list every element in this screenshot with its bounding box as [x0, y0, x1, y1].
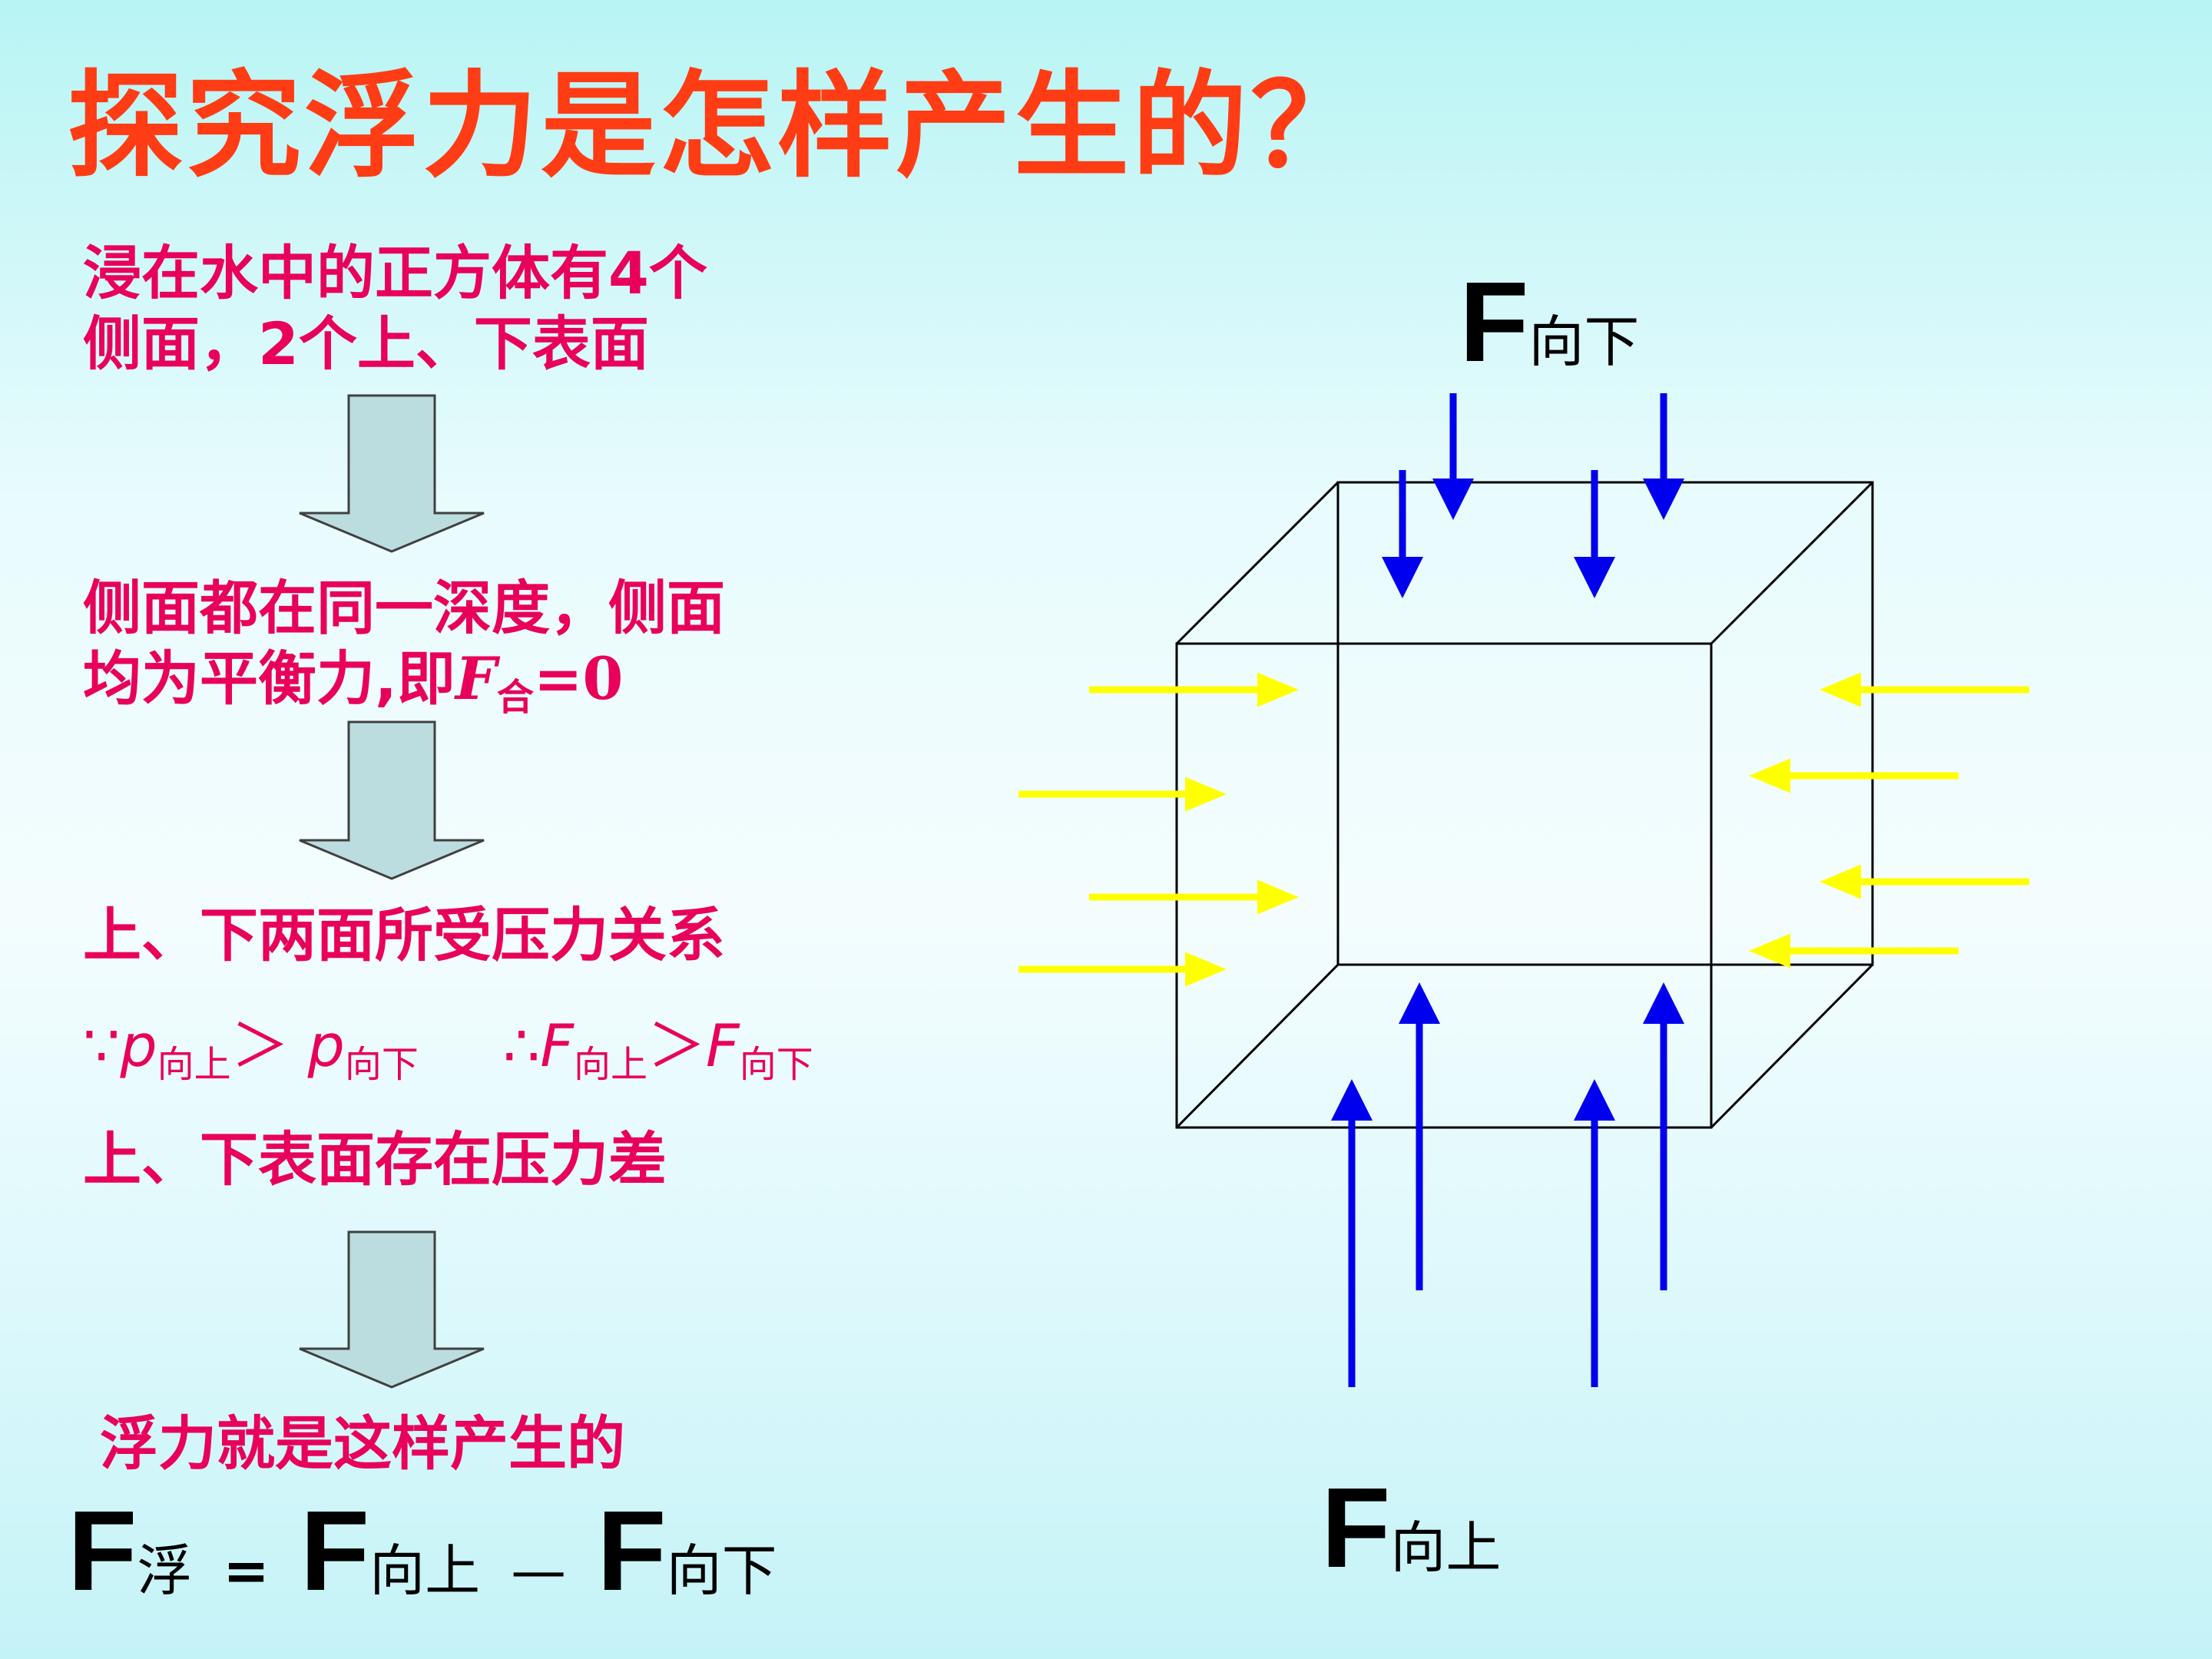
- downward-force-arrows: [1382, 393, 1684, 598]
- pressure-relation: ∵p向上＞p向下∴F向上＞F向下: [83, 1012, 813, 1086]
- step1-line2: 侧面，2个上、下表面: [83, 310, 649, 378]
- force-down-label: F向下: [1459, 259, 1640, 386]
- conclusion-text: 浮力就是这样产生的: [100, 1409, 625, 1478]
- step3-line3: 上、下表面存在压力差: [83, 1125, 667, 1194]
- force-up-label: F向上: [1321, 1465, 1502, 1591]
- left-side-force-arrows: [1018, 672, 1299, 987]
- cube: [1175, 481, 1874, 1129]
- f-net-symbol: F: [455, 644, 497, 713]
- upward-force-arrows: [1331, 982, 1684, 1387]
- down-block-arrow-3: [299, 1230, 485, 1389]
- step2-line2: 均为平衡力,即F合=0: [83, 644, 624, 719]
- step2-text: 侧面都在同一深度，侧面 均为平衡力,即F合=0: [83, 573, 725, 733]
- step3-line1: 上、下两面所受压力关系: [83, 901, 725, 969]
- step1-text: 浸在水中的正方体有4个 侧面，2个上、下表面: [83, 238, 707, 379]
- right-side-force-arrows: [1749, 672, 2029, 969]
- down-block-arrow-1: [299, 394, 485, 553]
- step1-line1: 浸在水中的正方体有4个: [83, 239, 707, 307]
- down-block-arrow-2: [299, 720, 485, 880]
- slide-title: 探究浮力是怎样产生的？: [68, 60, 1369, 194]
- step2-line1: 侧面都在同一深度，侧面: [83, 574, 725, 642]
- buoyancy-formula: F浮=F向上—F向下: [68, 1488, 777, 1614]
